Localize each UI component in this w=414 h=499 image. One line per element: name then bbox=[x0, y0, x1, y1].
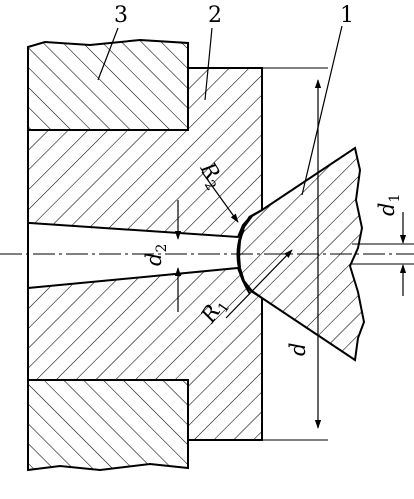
dim-d-label: d bbox=[286, 343, 310, 356]
part-1-number: 1 bbox=[340, 3, 354, 28]
part-2-leader bbox=[204, 27, 213, 101]
part-3-leader bbox=[97, 27, 119, 81]
part-3-number: 3 bbox=[114, 3, 128, 28]
part-1-leader bbox=[301, 25, 343, 196]
r1-leader bbox=[225, 249, 293, 319]
dim-d2-label: d2 bbox=[142, 244, 170, 266]
part-2-die-upper bbox=[27, 67, 263, 239]
punch-tip-arc-inner bbox=[237, 229, 245, 283]
dim-d1-label: d1 bbox=[375, 194, 403, 216]
part-2-number: 2 bbox=[208, 3, 222, 28]
r2-leader bbox=[201, 171, 239, 223]
part-3-bottom-block bbox=[27, 379, 189, 472]
